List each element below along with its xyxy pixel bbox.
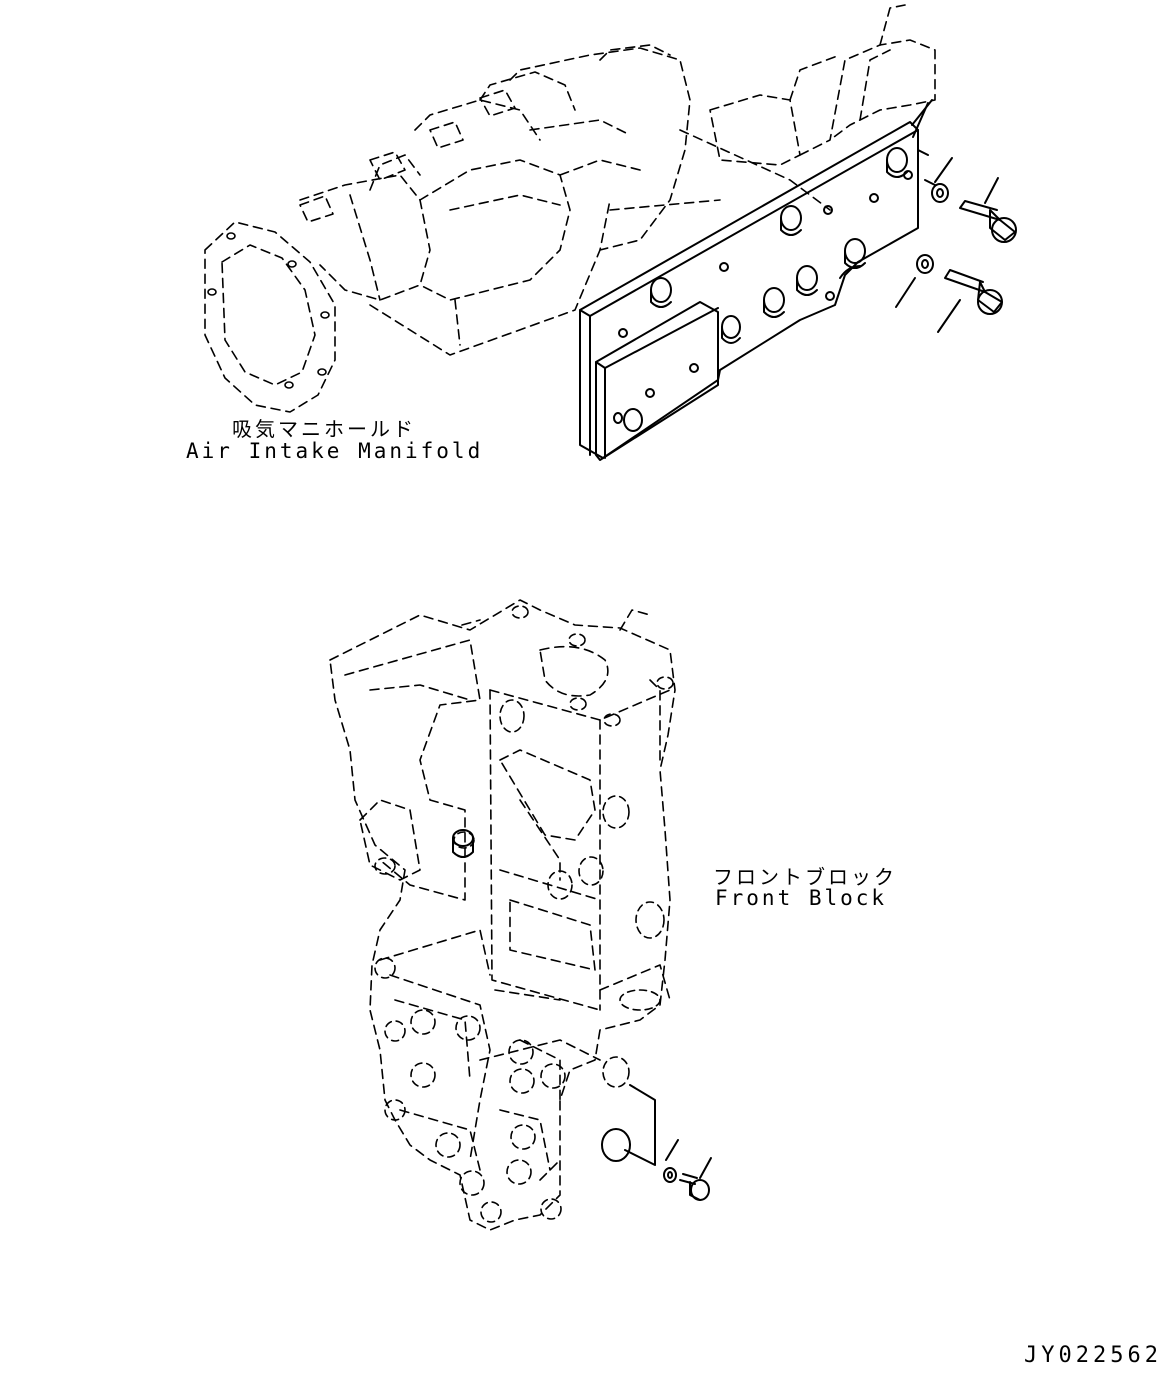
- front-block-label-ja: フロントブロック: [713, 865, 897, 889]
- intake-manifold-outline: [204, 4, 936, 413]
- lower-fasteners: [452, 829, 712, 1201]
- front-block-holes: [374, 605, 674, 1223]
- front-block-label-en: Front Block: [715, 886, 888, 910]
- front-block-outline: [329, 599, 676, 1231]
- manifold-label-en: Air Intake Manifold: [186, 439, 484, 463]
- cover-plate: [579, 121, 919, 461]
- flange-holes: [207, 232, 330, 389]
- upper-fasteners: [895, 99, 1017, 333]
- drawing-code: JY022562: [1024, 1343, 1162, 1368]
- manifold-label-ja: 吸気マニホールド: [232, 417, 416, 441]
